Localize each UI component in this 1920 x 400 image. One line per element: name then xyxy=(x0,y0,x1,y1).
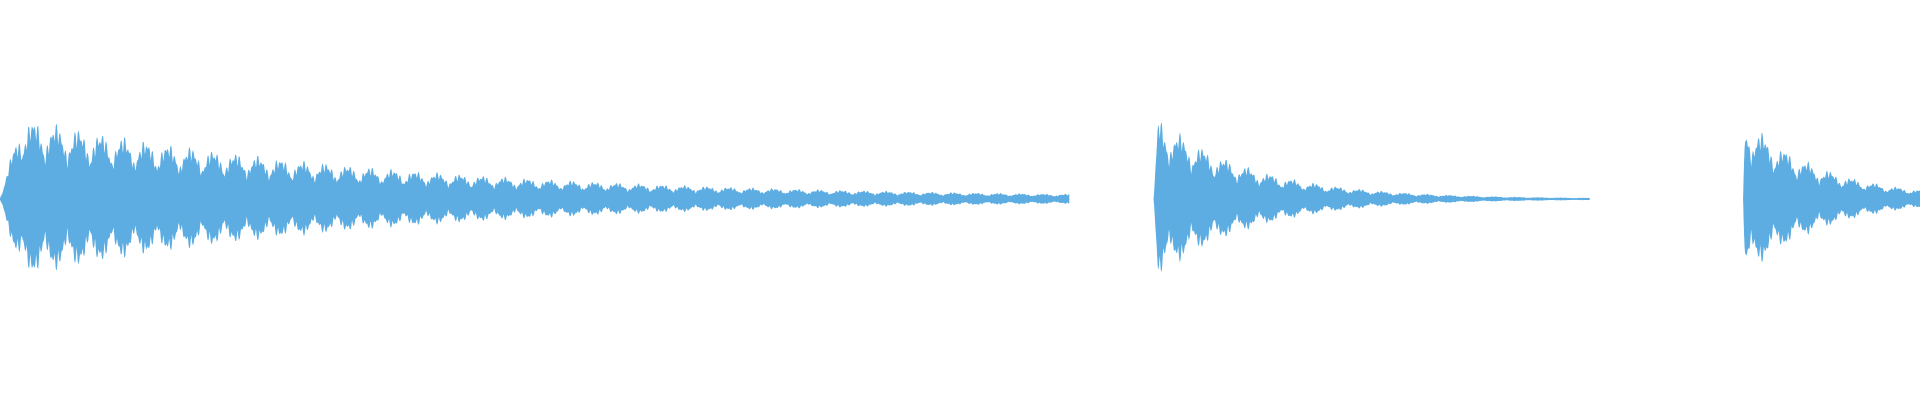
waveform-envelope xyxy=(1743,132,1920,262)
waveform-layer xyxy=(0,122,1920,272)
waveform-envelope xyxy=(1153,122,1590,272)
waveform-clip-2[interactable] xyxy=(1153,122,1590,272)
waveform-clip-1[interactable] xyxy=(0,124,1070,270)
waveform-envelope xyxy=(0,124,1070,270)
waveform-clip-3[interactable] xyxy=(1743,132,1920,262)
